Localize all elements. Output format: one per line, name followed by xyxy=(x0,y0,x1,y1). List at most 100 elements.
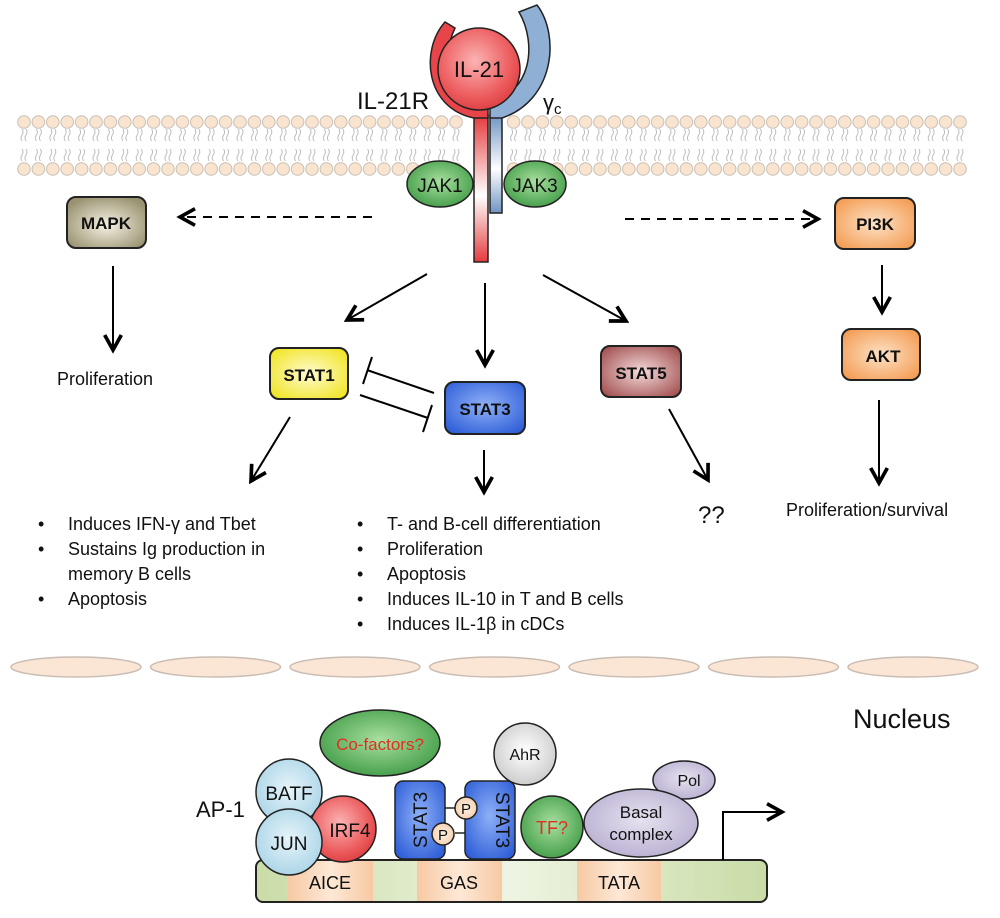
lipid-tail xyxy=(207,128,211,162)
lipid-head xyxy=(161,115,175,129)
lipid-tail xyxy=(514,128,518,162)
jak3-kinase xyxy=(503,160,567,208)
lipid-head xyxy=(89,115,103,129)
lipid-tail xyxy=(193,128,197,162)
lipid-head xyxy=(665,115,679,129)
nuclear-envelope-segment xyxy=(847,656,979,678)
lipid-tail xyxy=(686,128,690,162)
lipid-head xyxy=(823,162,838,176)
lipid-tail xyxy=(524,128,528,162)
lipid-tail xyxy=(355,128,359,162)
lipid-tail xyxy=(308,128,312,162)
lipid-tail xyxy=(38,128,42,162)
lipid-tail xyxy=(351,128,355,162)
lipid-tail xyxy=(639,128,643,162)
mapk-label: MAPK xyxy=(81,214,132,233)
phospho-bottom-label: P xyxy=(438,827,448,844)
lipid-head xyxy=(953,115,967,129)
lipid-tail xyxy=(744,128,748,162)
lipid-tail xyxy=(553,128,557,162)
lipid-head xyxy=(175,115,190,129)
stat1-effect-item: •Sustains Ig production in memory B cell… xyxy=(38,539,266,584)
lipid-tail xyxy=(542,128,546,162)
lipid-head xyxy=(694,115,708,129)
lipid-tail xyxy=(265,128,269,162)
stat3-effect-item: •T- and B-cell differentiation xyxy=(357,514,601,534)
stat3-label: STAT3 xyxy=(459,400,510,419)
lipid-tail xyxy=(279,128,283,162)
lipid-tail xyxy=(384,128,388,162)
dna-site-gas xyxy=(417,861,502,901)
dna-site-aice-label: AICE xyxy=(309,873,351,893)
nuclear-envelope xyxy=(10,656,979,678)
lipid-tail xyxy=(787,128,791,162)
lipid-head xyxy=(247,115,262,129)
gamma-c-stem xyxy=(489,114,503,214)
lipid-head xyxy=(46,115,60,129)
lipid-tail xyxy=(168,128,172,162)
lipid-tail xyxy=(110,128,114,162)
lipid-head xyxy=(564,162,579,176)
lipid-tail xyxy=(898,128,902,162)
lipid-head xyxy=(305,162,319,176)
lipid-head xyxy=(74,162,89,176)
lipid-head xyxy=(722,162,737,176)
lipid-head xyxy=(694,162,708,176)
lipid-head xyxy=(146,162,161,176)
lipid-tail xyxy=(135,128,139,162)
lipid-head xyxy=(290,162,305,176)
transcription-start-arrow xyxy=(722,812,782,860)
jak3-label: JAK3 xyxy=(512,176,557,197)
lipid-tail xyxy=(269,128,273,162)
lipid-head xyxy=(593,115,607,129)
pi3k-label: PI3K xyxy=(856,215,895,234)
lipid-tail xyxy=(658,128,662,162)
lipid-tail xyxy=(254,128,258,162)
lipid-head xyxy=(636,115,651,129)
lipid-head xyxy=(809,115,823,129)
mapk-outcome-label: Proliferation xyxy=(57,369,154,389)
stat3-effects-list: •T- and B-cell differentiation •Prolifer… xyxy=(353,512,673,637)
lipid-head xyxy=(823,115,838,129)
lipid-tail xyxy=(178,128,182,162)
lipid-tail xyxy=(442,128,446,162)
lipid-tail xyxy=(456,128,460,162)
basal-complex-label-line2: complex xyxy=(609,825,673,844)
lipid-tail xyxy=(874,128,878,162)
stat1-effects-list: •Induces IFN-γ and Tbet •Sustains Ig pro… xyxy=(34,512,334,612)
lipid-head xyxy=(751,115,766,129)
lipid-head xyxy=(146,115,161,129)
batf-label: BATF xyxy=(265,784,312,805)
lipid-head xyxy=(391,115,406,129)
lipid-tail xyxy=(96,128,100,162)
lipid-tail xyxy=(125,128,129,162)
lipid-head xyxy=(449,115,463,129)
lipid-head xyxy=(348,115,363,129)
lipid-head xyxy=(895,115,910,129)
lipid-head xyxy=(31,115,46,129)
lipid-head xyxy=(348,162,363,176)
lipid-head xyxy=(838,162,852,176)
lipid-tail xyxy=(956,128,960,162)
stat3-dimer-right xyxy=(464,780,516,860)
lipid-head xyxy=(362,162,377,176)
lipid-tail xyxy=(423,128,427,162)
lipid-head xyxy=(377,115,391,129)
lipid-head xyxy=(233,115,247,129)
lipid-tail xyxy=(841,128,845,162)
lipid-head xyxy=(737,162,751,176)
lipid-tail xyxy=(366,128,370,162)
lipid-tail xyxy=(754,128,758,162)
lipid-head xyxy=(578,115,593,129)
arrow-stat1-to-effects xyxy=(251,416,291,481)
lipid-head xyxy=(924,115,939,129)
inhibition-stat1-to-stat3 xyxy=(359,394,433,433)
lipid-tail xyxy=(888,128,892,162)
lipid-head xyxy=(17,162,31,176)
lipid-tail xyxy=(557,128,561,162)
inhibition-stat3-to-stat1 xyxy=(362,356,435,394)
lipid-head xyxy=(89,162,103,176)
lipid-tail xyxy=(697,128,701,162)
lipid-tail xyxy=(20,128,24,162)
